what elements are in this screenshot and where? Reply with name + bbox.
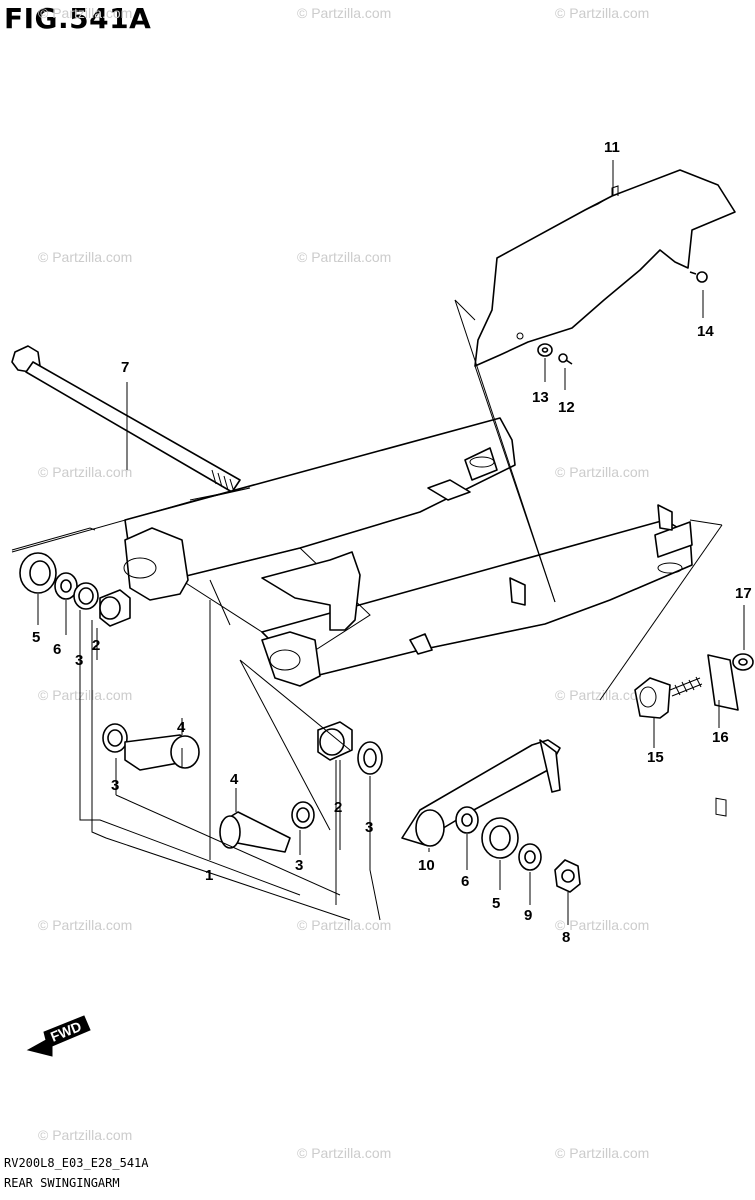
callout-15: 15 — [647, 749, 664, 766]
callout-6: 6 — [53, 641, 61, 658]
callout-8: 8 — [562, 929, 570, 946]
watermark: © Partzilla.com — [297, 917, 391, 933]
callout-3: 3 — [295, 857, 303, 874]
watermark: © Partzilla.com — [38, 464, 132, 480]
callout-12: 12 — [558, 399, 575, 416]
chain-case-part — [474, 169, 736, 367]
callout-7: 7 — [121, 359, 129, 376]
callout-5: 5 — [492, 895, 500, 912]
pipe-4-left — [124, 734, 200, 771]
forward-label: FWD — [48, 1018, 84, 1045]
bearing-3-right-bottom — [291, 801, 315, 829]
callout-16: 16 — [712, 729, 729, 746]
watermark: © Partzilla.com — [555, 5, 649, 21]
chain-adjuster-plate-16-part — [707, 654, 739, 817]
callout-9: 9 — [524, 907, 532, 924]
leader-lines — [11, 160, 745, 925]
figure-title: FIG.541A — [4, 2, 152, 35]
callout-labels: 1 2 2 3 3 3 3 4 4 5 5 6 6 7 8 9 10 11 12… — [32, 139, 752, 946]
callout-3: 3 — [365, 819, 373, 836]
chain-buffer-part — [401, 739, 561, 847]
watermark: © Partzilla.com — [38, 249, 132, 265]
figure-code: RV200L8_E03_E28_541A — [4, 1156, 149, 1170]
callout-4: 4 — [230, 771, 239, 788]
pipe-4-right — [219, 811, 291, 853]
bearing-3-right-top — [357, 741, 383, 775]
callout-14: 14 — [697, 323, 714, 340]
watermark: © Partzilla.com — [297, 249, 391, 265]
watermark: © Partzilla.com — [38, 1127, 132, 1143]
oil-seal-5-right — [481, 817, 519, 859]
watermark: © Partzilla.com — [555, 917, 649, 933]
watermark: © Partzilla.com — [38, 917, 132, 933]
callout-3: 3 — [75, 652, 83, 669]
chain-adjuster-15-part — [634, 676, 703, 719]
watermark: © Partzilla.com — [555, 687, 649, 703]
watermark: © Partzilla.com — [38, 687, 132, 703]
washer-6-right — [455, 806, 479, 834]
washer-6-left — [54, 572, 78, 600]
washer-9-part — [518, 843, 542, 871]
figure-name: REAR SWINGINGARM — [4, 1176, 120, 1190]
watermark: © Partzilla.com — [38, 5, 132, 21]
callout-4: 4 — [177, 719, 186, 736]
bolt-14-part — [689, 271, 708, 283]
callout-3: 3 — [111, 777, 119, 794]
nut-8-part — [554, 859, 581, 893]
watermark: © Partzilla.com — [297, 5, 391, 21]
watermark: © Partzilla.com — [555, 464, 649, 480]
washer-13-part — [537, 343, 553, 357]
swingarm-part — [123, 417, 693, 687]
forward-arrow-icon: FWD — [26, 1015, 91, 1057]
callout-13: 13 — [532, 389, 549, 406]
bushing-2-left — [99, 589, 131, 627]
callout-2: 2 — [92, 637, 100, 654]
callout-11: 11 — [604, 139, 620, 156]
bearing-3-left-bottom — [102, 723, 128, 753]
oil-seal-5-left — [19, 552, 57, 594]
callout-5: 5 — [32, 629, 40, 646]
bushing-2-right — [317, 721, 353, 761]
watermark: © Partzilla.com — [555, 1145, 649, 1161]
callout-17: 17 — [735, 585, 752, 602]
callout-1: 1 — [205, 867, 213, 884]
callout-2: 2 — [334, 799, 342, 816]
bolt-12-part — [558, 353, 573, 365]
nut-17-part — [732, 653, 754, 671]
callout-6: 6 — [461, 873, 469, 890]
callout-10: 10 — [418, 857, 435, 874]
watermark: © Partzilla.com — [297, 1145, 391, 1161]
bearing-3-left-top — [73, 582, 99, 610]
